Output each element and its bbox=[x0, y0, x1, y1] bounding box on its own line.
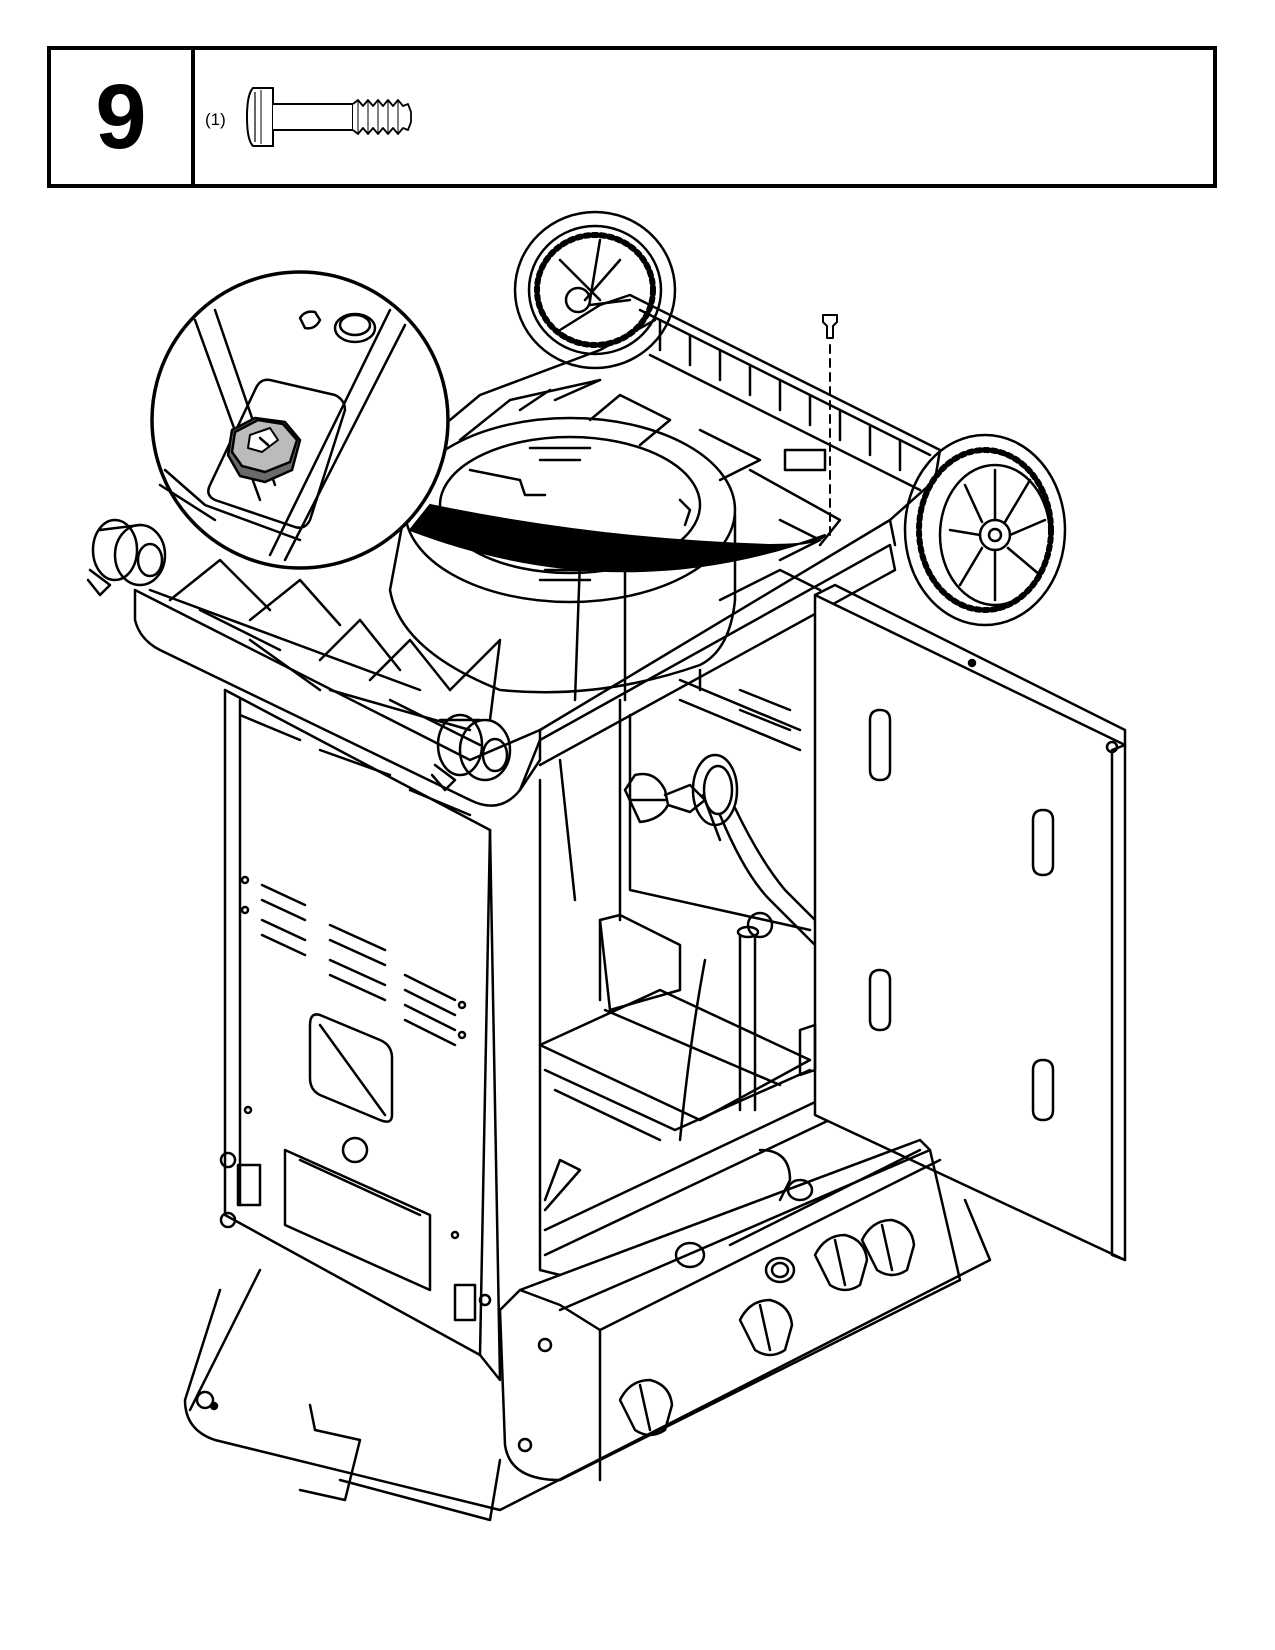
part-quantity: (1) bbox=[205, 110, 226, 129]
bottom-tray bbox=[183, 1198, 992, 1522]
knob bbox=[860, 1218, 916, 1277]
bolt-insertion bbox=[822, 314, 838, 541]
rear-wheel-right bbox=[903, 433, 1067, 627]
step-header: 9 (1) bbox=[47, 46, 1217, 188]
knob bbox=[738, 1298, 794, 1357]
left-cabinet-panel bbox=[219, 688, 502, 1382]
cabinet-door bbox=[798, 583, 1127, 1262]
parts-list: (1) bbox=[195, 50, 1213, 184]
knob bbox=[618, 1378, 674, 1437]
regulator-fitting bbox=[623, 753, 739, 842]
bolt-icon bbox=[245, 87, 412, 147]
step-number: 9 bbox=[95, 66, 147, 168]
rear-wheel-left bbox=[513, 210, 677, 370]
control-panel bbox=[498, 1138, 962, 1482]
cabinet-interior bbox=[538, 668, 842, 1277]
igniter-button bbox=[764, 1256, 796, 1284]
valve-fitting bbox=[674, 1148, 814, 1269]
front-caster-right bbox=[430, 713, 512, 792]
top-frame bbox=[133, 293, 942, 832]
grill-cart-assembly-drawing bbox=[86, 210, 1127, 1522]
front-caster-left bbox=[86, 518, 167, 597]
step-number-cell: 9 bbox=[51, 50, 195, 184]
callout-wedge bbox=[409, 504, 826, 573]
knob bbox=[813, 1233, 869, 1292]
hex-nut-detail-zoom bbox=[150, 270, 450, 570]
control-knobs bbox=[618, 1148, 916, 1437]
